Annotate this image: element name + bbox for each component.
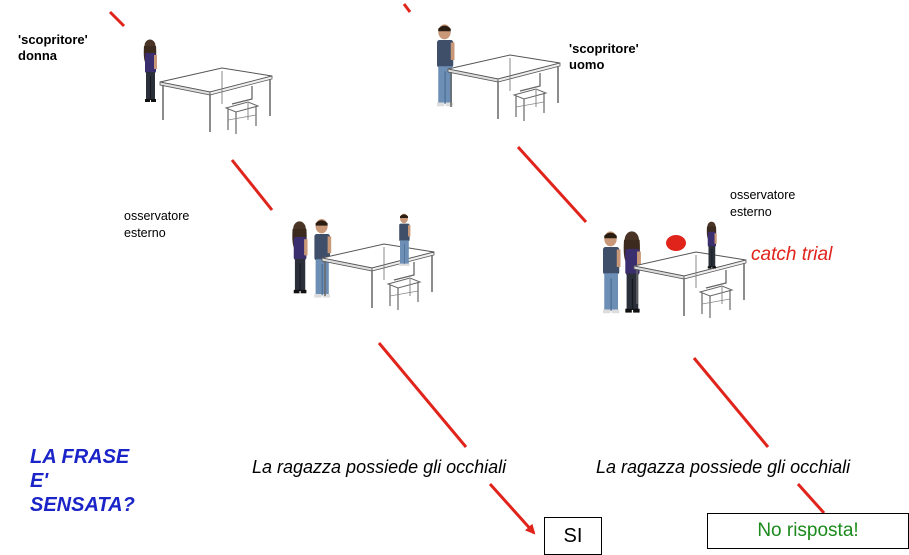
scene-observer-left [291, 218, 435, 311]
arrow-donna-to-scene [230, 159, 274, 211]
question-line3: SENSATA? [30, 494, 135, 516]
response-si-box: SI [544, 517, 602, 555]
catch-trial-red-dot [666, 235, 686, 251]
observer-figure-left [398, 213, 411, 267]
label-observer-right-line2: esterno [730, 205, 772, 219]
label-observer-left-line1: osservatore [124, 209, 190, 223]
label-scopritore-uomo-line1: 'scopritore' [569, 41, 639, 56]
scene-scopritore-donna [143, 39, 273, 135]
arrow-top-right [402, 3, 412, 13]
label-scopritore-uomo: 'scopritore' uomo [569, 41, 639, 73]
question-text: LA FRASE E' SENSATA? [30, 445, 135, 517]
scene-scopritore-uomo [436, 23, 561, 122]
arrow-sentence-to-si [488, 482, 536, 535]
arrow-top-left [108, 10, 126, 28]
arrow-sentence-to-no-response [796, 482, 826, 515]
label-observer-right-line1: osservatore [730, 188, 796, 202]
label-scopritore-donna-line2: donna [18, 48, 57, 63]
label-observer-left-line2: esterno [124, 226, 166, 240]
response-no-box: No risposta! [707, 513, 909, 549]
label-scopritore-donna: 'scopritore' donna [18, 32, 88, 64]
sentence-right: La ragazza possiede gli occhiali [596, 457, 851, 477]
sentence-left: La ragazza possiede gli occhiali [252, 457, 507, 477]
arrow-scene-to-sentence-right [692, 357, 770, 448]
label-scopritore-uomo-line2: uomo [569, 57, 605, 72]
question-line2: E' [30, 470, 49, 492]
label-observer-left: osservatore esterno [124, 208, 189, 242]
label-catch-trial: catch trial [751, 244, 833, 265]
label-scopritore-donna-line1: 'scopritore' [18, 32, 88, 47]
arrow-uomo-to-scene [516, 145, 588, 224]
label-observer-right: osservatore esterno [730, 187, 795, 221]
question-line1: LA FRASE [30, 446, 130, 468]
arrow-scene-to-sentence-left [377, 342, 468, 448]
